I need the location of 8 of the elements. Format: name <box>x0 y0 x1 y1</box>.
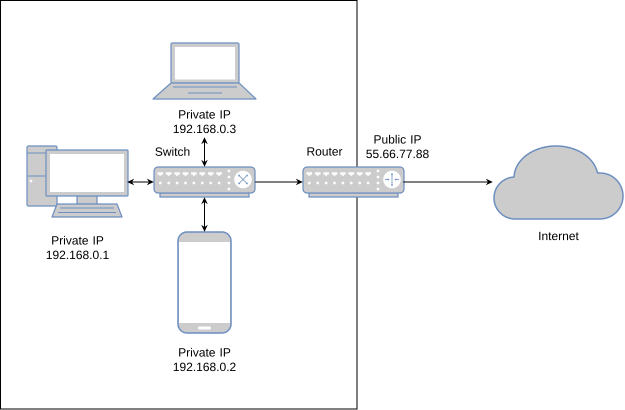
ip-address-label: Public IP 55.66.77.88 <box>366 134 429 158</box>
device-label: Router <box>307 147 342 156</box>
network-label: Internet <box>539 232 579 240</box>
ip-address-label: Private IP 192.168.0.3 <box>174 110 236 134</box>
boundary-frame <box>0 0 358 410</box>
device-label: Switch <box>155 147 190 156</box>
ip-address-label: Private IP 192.168.0.2 <box>174 348 236 372</box>
ip-address-label: Private IP 192.168.0.1 <box>46 236 109 260</box>
